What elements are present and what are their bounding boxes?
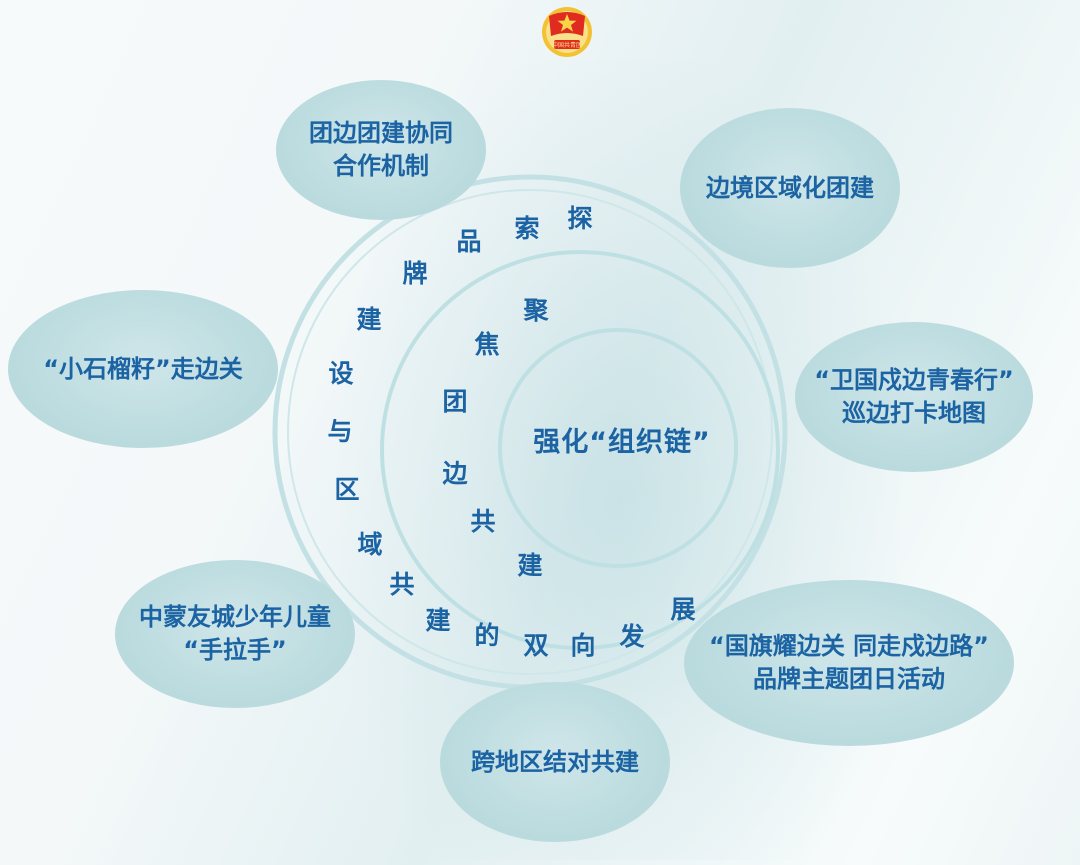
bubble-sino-mongolia: 中蒙友城少年儿童 “手拉手” xyxy=(115,560,355,708)
outer-inner-ring xyxy=(287,189,773,675)
ring-char: 向 xyxy=(570,631,596,660)
ring-char: 设 xyxy=(328,359,354,388)
middle-ring xyxy=(380,250,780,650)
bubble-cross-region: 跨地区结对共建 xyxy=(440,682,670,842)
bubble-border-regional: 边境区域化团建 xyxy=(680,108,900,268)
bubble-line: 团边团建协同 xyxy=(309,119,453,147)
bubble-line: 边境区域化团建 xyxy=(706,173,874,202)
bubble-line: “小石榴籽”走边关 xyxy=(43,354,243,383)
bubble-flag-activity: “国旗耀边关 同走戍边路” 品牌主题团日活动 xyxy=(684,580,1014,746)
bubble-pomegranate-seeds: “小石榴籽”走边关 xyxy=(8,290,278,448)
center-label: 强化“组织链” xyxy=(533,427,711,458)
bubble-line: “国旗耀边关 同走戍边路” xyxy=(709,632,989,660)
emblem-motto: 中国共青团 xyxy=(552,41,582,49)
ring-char: 建 xyxy=(425,606,451,635)
bubble-line: 品牌主题团日活动 xyxy=(753,665,945,693)
inner-ring xyxy=(498,328,738,568)
ring-char: 与 xyxy=(327,417,353,446)
bubble-line: 中蒙友城少年儿童 xyxy=(139,603,331,631)
ring-char: 共 xyxy=(470,507,496,536)
ring-char: 团 xyxy=(442,387,468,416)
ring-char: 共 xyxy=(389,570,415,599)
ring-char: 区 xyxy=(334,475,360,504)
ring-char: 牌 xyxy=(402,259,428,288)
ring-char: 发 xyxy=(619,622,645,651)
ring-char: 的 xyxy=(474,621,500,650)
ring-char: 品 xyxy=(456,227,482,256)
ring-char: 双 xyxy=(523,631,549,660)
ring-char: 探 xyxy=(567,204,593,233)
bubble-line: “手拉手” xyxy=(183,636,287,664)
ring-char: 展 xyxy=(670,595,696,624)
bubble-team-border-coordination: 团边团建协同 合作机制 xyxy=(276,80,486,220)
youth-league-emblem-icon: 中国共青团 xyxy=(542,7,592,57)
ring-char: 域 xyxy=(357,530,383,559)
bubble-line: 巡边打卡地图 xyxy=(842,399,986,427)
ring-char: 边 xyxy=(442,459,468,488)
bubble-line: “卫国戍边青春行” xyxy=(814,366,1014,394)
ring-char: 建 xyxy=(517,551,543,580)
ring-char: 聚 xyxy=(523,296,549,325)
ring-char: 焦 xyxy=(474,330,500,359)
bubble-line: 跨地区结对共建 xyxy=(471,747,639,776)
ring-char: 建 xyxy=(356,305,382,334)
bubble-patrol-map: “卫国戍边青春行” 巡边打卡地图 xyxy=(795,322,1033,472)
bubble-line: 合作机制 xyxy=(333,152,429,180)
ring-char: 索 xyxy=(514,214,540,243)
